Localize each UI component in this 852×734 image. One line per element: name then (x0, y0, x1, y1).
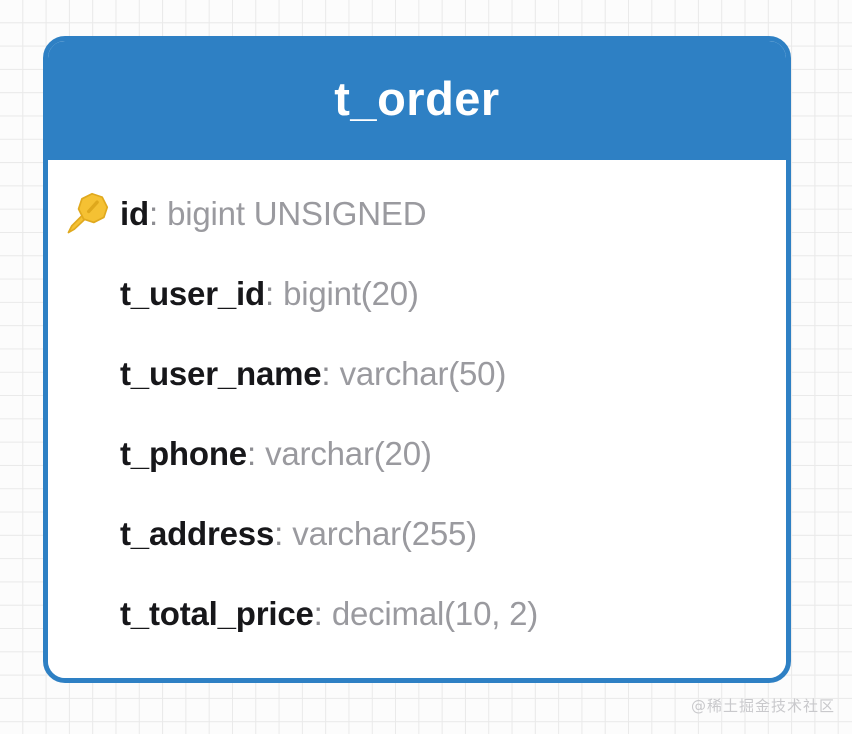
watermark-label: @稀土掘金技术社区 (690, 697, 835, 715)
key-icon (67, 192, 109, 234)
field-type: varchar(20) (265, 435, 432, 472)
field-row[interactable]: t_user_id:bigint(20) (48, 254, 786, 334)
field-type: varchar(50) (339, 355, 507, 392)
field-name: t_user_name (120, 355, 322, 392)
field-separator: : (246, 435, 257, 472)
field-name: t_user_id (120, 275, 265, 312)
field-name: id (120, 195, 149, 232)
field-row[interactable]: t_phone:varchar(20) (48, 414, 786, 494)
entity-card-header: t_order (48, 41, 786, 160)
field-type: decimal(10, 2) (331, 595, 539, 632)
field-name: t_address (120, 515, 275, 552)
field-name: t_total_price (120, 595, 314, 632)
field-separator: : (321, 355, 331, 392)
field-separator: : (274, 515, 284, 552)
field-separator: : (148, 195, 159, 232)
field-row[interactable]: t_address:varchar(255) (48, 494, 786, 574)
field-name: t_phone (120, 435, 247, 472)
field-row[interactable]: id:bigint UNSIGNED (48, 174, 786, 254)
table-name-title: t_order (334, 71, 500, 125)
field-separator: : (313, 595, 323, 632)
field-row[interactable]: t_user_name:varchar(50) (48, 334, 786, 414)
field-type: varchar(255) (292, 515, 477, 552)
field-row[interactable]: t_total_price:decimal(10, 2) (48, 574, 786, 654)
field-type: bigint(20) (283, 275, 419, 312)
field-separator: : (264, 275, 275, 312)
field-type: bigint UNSIGNED (167, 195, 427, 232)
